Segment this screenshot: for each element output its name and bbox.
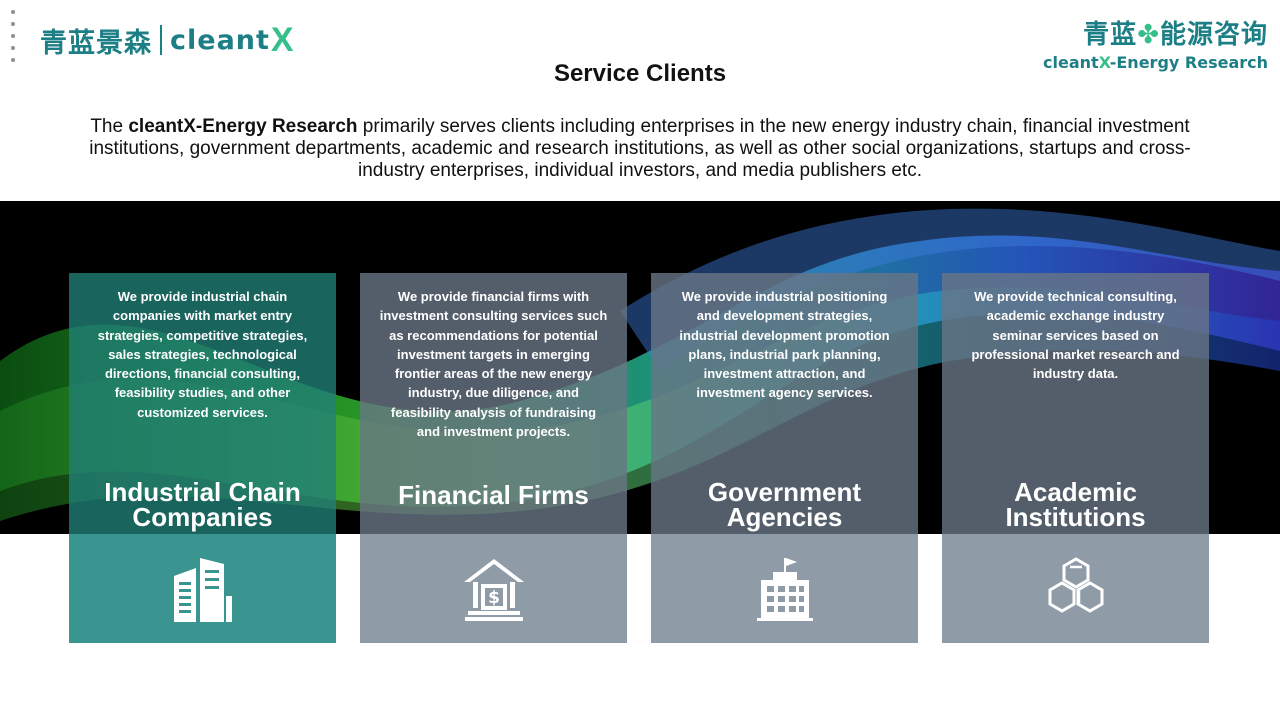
intro-paragraph: The cleantX-Energy Research primarily se… <box>89 116 1191 181</box>
card-upper: We provide technical consulting, academi… <box>942 273 1209 534</box>
card-description: We provide industrial chain companies wi… <box>97 289 308 420</box>
card-title: Financial Firms <box>398 480 589 510</box>
client-card-financial: We provide financial firms with investme… <box>360 273 627 643</box>
clover-icon: ✤ <box>1137 20 1160 50</box>
card-upper: We provide financial firms with investme… <box>360 273 627 534</box>
card-title: Government Agencies <box>707 477 862 532</box>
client-card-government: We provide industrial positioning and de… <box>651 273 918 643</box>
bank-icon: $ <box>463 558 524 621</box>
brand-name: cleantX-Energy Research <box>128 116 358 137</box>
card-icon-area <box>651 534 918 643</box>
card-icon-area <box>942 534 1209 643</box>
logo-x-mark: X <box>270 20 294 59</box>
card-description: We provide industrial positioning and de… <box>679 289 890 401</box>
svg-text:$: $ <box>488 588 500 608</box>
card-icon-area <box>69 534 336 643</box>
logo-right-chinese: 青蓝✤能源咨询 <box>1083 20 1268 50</box>
card-icon-area: $ <box>360 534 627 643</box>
molecule-icon <box>1048 556 1103 613</box>
page-title: Service Clients <box>553 60 727 87</box>
card-title: Industrial Chain Companies <box>104 477 301 532</box>
logo-right-english: cleantX-Energy Research <box>1043 53 1268 72</box>
company-logo-right: 青蓝✤能源咨询 cleantX-Energy Research <box>1043 14 1268 72</box>
logo-left-english: cleant <box>170 24 270 56</box>
card-title: Academic Institutions <box>1005 477 1146 532</box>
card-description: We provide financial firms with investme… <box>379 289 608 440</box>
logo-left-chinese: 青蓝景森 <box>40 27 152 59</box>
decorative-dots <box>8 8 22 72</box>
client-card-academic: We provide technical consulting, academi… <box>942 273 1209 643</box>
card-description: We provide technical consulting, academi… <box>971 289 1180 382</box>
card-upper: We provide industrial chain companies wi… <box>69 273 336 534</box>
government-building-icon <box>756 557 813 621</box>
logo-separator <box>160 25 162 55</box>
client-card-industrial: We provide industrial chain companies wi… <box>69 273 336 643</box>
buildings-icon <box>173 557 232 622</box>
card-upper: We provide industrial positioning and de… <box>651 273 918 534</box>
